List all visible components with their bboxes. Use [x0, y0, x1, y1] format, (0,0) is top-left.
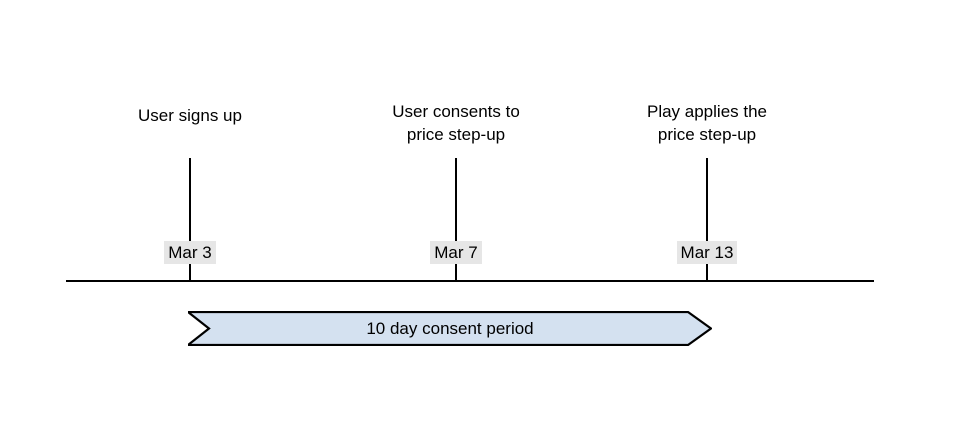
- chevron-banner-shape: [188, 311, 712, 346]
- event-caption: User consents to price step-up: [392, 102, 520, 144]
- event-date-chip: Mar 13: [676, 241, 738, 264]
- event-caption: Play applies the price step-up: [646, 102, 768, 144]
- event-date-chip-wrap: Mar 13: [607, 241, 807, 264]
- event-stem: [706, 158, 708, 281]
- event-date-chip-wrap: Mar 3: [90, 241, 290, 264]
- event-stem: [455, 158, 457, 281]
- event-date-chip: Mar 7: [430, 241, 482, 264]
- event-stem: [189, 158, 191, 281]
- timeline-axis: [66, 280, 874, 282]
- event-date-chip-wrap: Mar 7: [356, 241, 556, 264]
- consent-period-banner: 10 day consent period: [188, 311, 712, 346]
- event-date-chip: Mar 3: [164, 241, 216, 264]
- event-caption: User signs up: [138, 106, 242, 125]
